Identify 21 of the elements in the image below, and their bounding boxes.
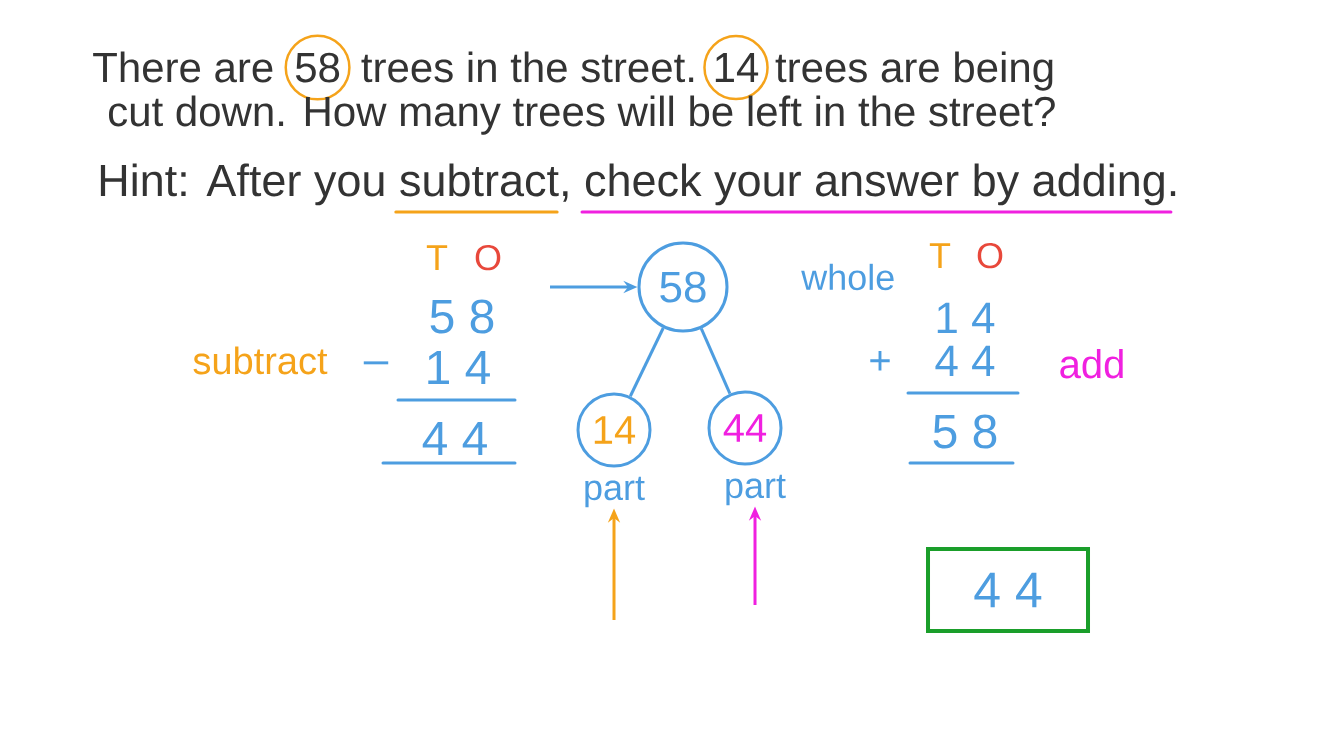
- circle-caption: part: [726, 474, 786, 506]
- digit-row: 5 8: [933, 414, 997, 449]
- digit-row: 4 4: [422, 422, 487, 455]
- column-header: O: [475, 244, 501, 271]
- question-text: trees in the street.: [361, 51, 694, 83]
- digit-row: 1 4: [428, 351, 490, 384]
- question-text: trees are being: [775, 51, 1053, 91]
- hint-text: Hint: After you subtract, check your answer by adding.: [100, 163, 1176, 206]
- digit-row: 4 4: [935, 345, 995, 376]
- digit-row: 1 4: [937, 302, 995, 333]
- plus-sign: +: [870, 350, 890, 371]
- column-header: O: [977, 242, 1003, 269]
- circle-caption: whole: [801, 263, 894, 291]
- column-header: T: [929, 243, 951, 268]
- circle-caption: part: [585, 476, 645, 508]
- operation-label: subtract: [193, 346, 328, 375]
- digit-row: 5 8: [430, 299, 494, 334]
- operation-label: add: [1060, 349, 1123, 379]
- minus-sign: –: [363, 361, 389, 365]
- column-header: T: [426, 245, 448, 270]
- answer-box: 4 4: [926, 547, 1090, 633]
